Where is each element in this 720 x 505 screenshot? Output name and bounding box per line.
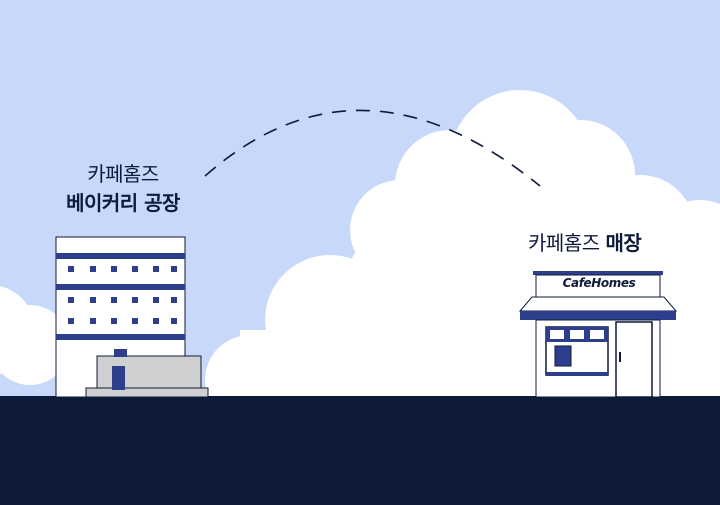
factory-label-line2: 베이커리 공장 [66, 191, 180, 215]
store-label-bold: 매장 [605, 231, 642, 255]
store-building [518, 271, 678, 398]
store-label: 카페홈즈 매장 [528, 228, 642, 258]
factory-label: 카페홈즈 베이커리 공장 [48, 160, 198, 218]
ground [0, 396, 720, 505]
factory-windows [68, 266, 177, 324]
delivery-arc [204, 109, 541, 187]
store-sign-text: CafeHomes [562, 276, 636, 290]
factory-label-line1: 카페홈즈 [87, 162, 159, 186]
factory-building [55, 236, 209, 398]
store-label-regular: 카페홈즈 [528, 231, 600, 255]
